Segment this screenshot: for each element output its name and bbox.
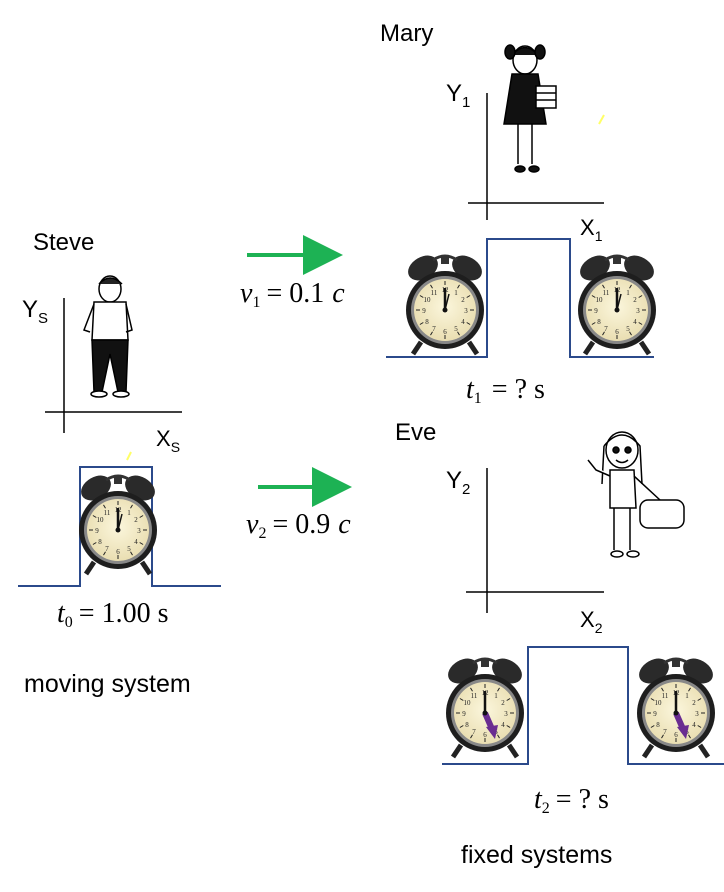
spark-icon xyxy=(126,451,132,461)
eve-clock-left-icon xyxy=(444,653,527,757)
eve-axes xyxy=(466,468,604,613)
steve-name: Steve xyxy=(33,229,94,256)
steve-y-axis-label: YS xyxy=(22,296,48,327)
eve-name: Eve xyxy=(395,419,436,446)
steve-pulse-line xyxy=(18,466,221,587)
mary-clock-right-icon xyxy=(576,250,659,354)
mary-time-label: t1= ? s xyxy=(466,374,545,407)
eve-clock-right-icon xyxy=(635,653,718,757)
steve-time-label: t0= 1.00 s xyxy=(57,598,168,631)
eve-y-axis-label: Y2 xyxy=(446,467,470,498)
eve-pulse-line xyxy=(442,646,724,765)
moving-system-caption: moving system xyxy=(24,670,191,698)
mary-x-axis-label: X1 xyxy=(580,215,603,244)
steve-x-axis-label: XS xyxy=(156,426,180,455)
mary-name: Mary xyxy=(380,20,433,47)
eve-time-label: t2= ? s xyxy=(534,784,609,817)
eve-x-axis-label: X2 xyxy=(580,607,603,636)
fixed-systems-caption: fixed systems xyxy=(461,841,612,869)
spark-icon xyxy=(598,114,605,125)
mary-clock-left-icon xyxy=(404,250,487,354)
mary-pulse-line xyxy=(386,238,654,358)
mary-y-axis-label: Y1 xyxy=(446,80,470,111)
eve-figure xyxy=(587,431,685,558)
steve-figure xyxy=(83,275,133,398)
mary-axes xyxy=(468,93,604,220)
steve-axes xyxy=(45,298,182,433)
mary-figure xyxy=(503,44,557,173)
steve-clock-icon xyxy=(77,470,160,574)
